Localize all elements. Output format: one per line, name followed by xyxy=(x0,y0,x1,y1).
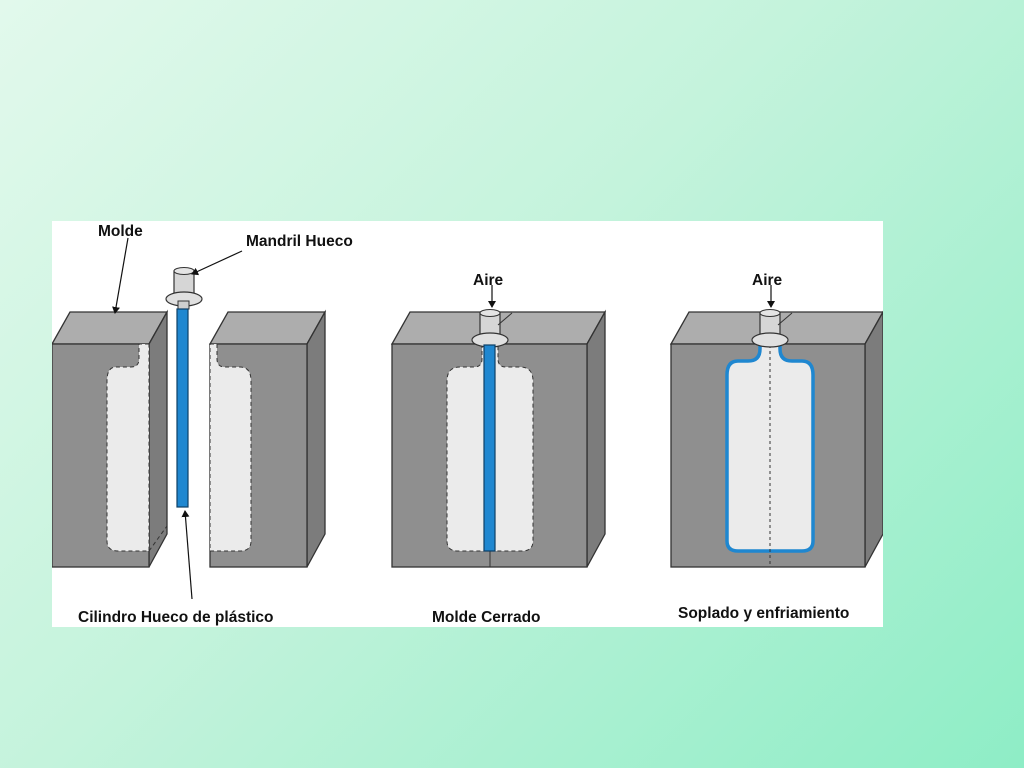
hollow-mandrel-blow xyxy=(751,309,789,348)
step-closed-mold: Aire Molde Cerrado xyxy=(390,272,607,626)
blow-molding-diagram: Molde Mandril Hueco Cilindro Hueco de pl… xyxy=(52,221,883,627)
label-aire-blow: Aire xyxy=(752,272,783,289)
label-soplado-enfriamiento: Soplado y enfriamiento xyxy=(678,605,849,622)
plastic-parison xyxy=(176,308,189,508)
label-mandril-hueco: Mandril Hueco xyxy=(246,233,353,250)
label-aire-closed: Aire xyxy=(473,272,504,289)
mold-half-right xyxy=(208,309,327,568)
label-cilindro-hueco: Cilindro Hueco de plástico xyxy=(78,609,274,626)
step-open-mold: Molde Mandril Hueco Cilindro Hueco de pl… xyxy=(52,223,353,626)
label-molde-cerrado: Molde Cerrado xyxy=(432,609,541,626)
mold-half-left xyxy=(52,309,169,568)
plastic-parison-closed xyxy=(483,344,496,552)
hollow-mandrel-closed xyxy=(471,309,509,348)
hollow-mandrel xyxy=(165,267,203,310)
step-blowing-cooling: Aire Soplado y enfriamiento xyxy=(669,272,883,622)
label-molde: Molde xyxy=(98,223,143,240)
